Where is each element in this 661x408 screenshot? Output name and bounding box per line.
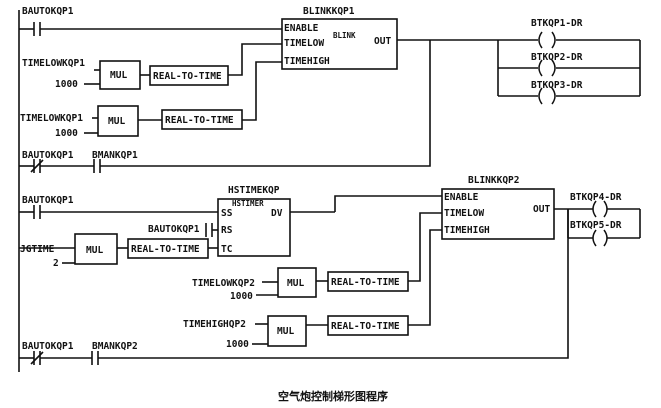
mul2-conv-label: REAL-TO-TIME — [165, 115, 234, 126]
rung-1: BAUTOKQP1 BLINKKQP1 ENABLE BLINK TIMELOW… — [19, 6, 641, 139]
mul2-block — [97, 105, 139, 137]
rung-3: BAUTOKQP1 HSTIMEKQP HSTIMER SS DV RS TC … — [19, 175, 641, 350]
rung4-contact-no-label: BMANKQP2 — [92, 341, 138, 352]
timelowkqp2-conv-label: REAL-TO-TIME — [331, 277, 400, 288]
mul1-conv-label: REAL-TO-TIME — [153, 71, 222, 82]
hstimer-tc-pin: TC — [221, 244, 233, 255]
mul2-input-label: TIMELOWKQP1 — [20, 113, 83, 124]
rung3-contact-bautokqp1 — [33, 205, 41, 219]
timehighqp2-const-label: 1000 — [226, 339, 249, 350]
coil-btkqp1-dr — [538, 31, 556, 49]
blinkkqp2-title: BLINKKQP2 — [468, 175, 519, 186]
rung-2: BAUTOKQP1 BMANKQP1 — [19, 40, 431, 173]
blinkkqp1-timehigh-pin: TIMEHIGH — [284, 56, 330, 67]
mul1-op-label: MUL — [110, 70, 127, 81]
mul1-const-label: 1000 — [55, 79, 78, 90]
hstimer-inner-label: HSTIMER — [232, 199, 264, 208]
coil-btkqp4-dr — [592, 200, 608, 218]
contact-bautokqp1-label: BAUTOKQP1 — [22, 6, 74, 17]
rs-contact-nc — [205, 223, 213, 237]
coil-btkqp2-dr-label: BTKQP2-DR — [531, 52, 583, 63]
coil-btkqp2-dr — [538, 59, 556, 77]
timehighqp2-mul-block — [267, 315, 307, 347]
rung-4: BAUTOKQP1 BMANKQP2 — [19, 209, 569, 365]
hstimer-rs-pin: RS — [221, 225, 233, 236]
coil-btkqp3-dr — [538, 87, 556, 105]
mul1-block — [99, 60, 141, 90]
blinkkqp1-title: BLINKKQP1 — [303, 6, 355, 17]
blinkkqp2-timehigh-pin: TIMEHIGH — [444, 225, 490, 236]
hstimekqp-title: HSTIMEKQP — [228, 185, 280, 196]
timelowkqp2-mul-op: MUL — [287, 278, 304, 289]
rung2-contact-nc-label: BAUTOKQP1 — [22, 150, 74, 161]
timelowkqp2-const-label: 1000 — [230, 291, 253, 302]
blinkkqp1-block — [281, 18, 398, 70]
jgtime-conv-label: REAL-TO-TIME — [131, 244, 200, 255]
mul1-input-label: TIMELOWKQP1 — [22, 58, 85, 69]
mul2-op-label: MUL — [108, 116, 125, 127]
blinkkqp2-block — [441, 188, 555, 240]
jgtime-mul-block — [74, 233, 118, 265]
rung4-contact-nc-label: BAUTOKQP1 — [22, 341, 74, 352]
hstimer-ss-pin: SS — [221, 208, 233, 219]
coil-btkqp5-dr-label: BTKQP5-DR — [570, 220, 622, 231]
blinkkqp1-inner-label: BLINK — [333, 31, 356, 40]
hstimer-dv-pin: DV — [271, 208, 283, 219]
blinkkqp1-timelow-pin: TIMELOW — [284, 38, 324, 49]
rung3-contact-label: BAUTOKQP1 — [22, 195, 74, 206]
contact-bautokqp1 — [33, 22, 41, 36]
diagram-caption: 空气炮控制梯形图程序 — [278, 389, 388, 403]
coil-btkqp3-dr-label: BTKQP3-DR — [531, 80, 583, 91]
rung2-contact-no — [93, 159, 101, 173]
hstimer-block — [217, 198, 291, 257]
blinkkqp2-timelow-pin: TIMELOW — [444, 208, 484, 219]
timehighqp2-conv-label: REAL-TO-TIME — [331, 321, 400, 332]
mul2-const-label: 1000 — [55, 128, 78, 139]
blinkkqp2-out-pin: OUT — [533, 204, 550, 215]
coil-btkqp4-dr-label: BTKQP4-DR — [570, 192, 622, 203]
blinkkqp2-enable-pin: ENABLE — [444, 192, 479, 203]
rs-contact-label: BAUTOKQP1 — [148, 224, 200, 235]
timelowkqp2-mul-block — [277, 267, 317, 298]
rung4-contact-no — [91, 351, 99, 365]
coil-btkqp1-dr-label: BTKQP1-DR — [531, 18, 583, 29]
timehighqp2-mul-op: MUL — [277, 326, 294, 337]
blinkkqp1-out-pin: OUT — [374, 36, 391, 47]
jgtime-input-label: JGTIME — [20, 244, 55, 255]
jgtime-const-label: 2 — [53, 258, 59, 269]
timelowkqp2-input-label: TIMELOWKQP2 — [192, 278, 255, 289]
jgtime-mul-op: MUL — [86, 245, 103, 256]
timehighqp2-input-label: TIMEHIGHQP2 — [183, 319, 246, 330]
blinkkqp1-enable-pin: ENABLE — [284, 23, 319, 34]
coil-btkqp5-dr — [592, 229, 608, 247]
rung2-contact-no-label: BMANKQP1 — [92, 150, 138, 161]
